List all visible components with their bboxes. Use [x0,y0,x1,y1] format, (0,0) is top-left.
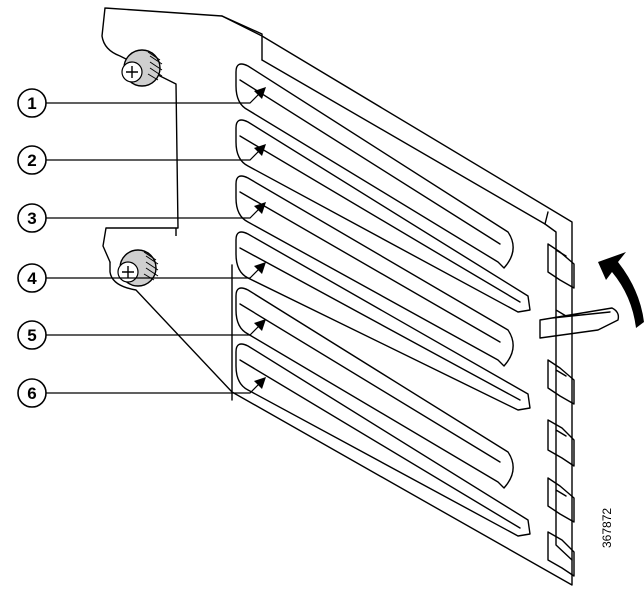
callout-arrowhead [254,87,266,99]
callout-leader-line [46,380,263,394]
bracket-rear-flange [544,223,573,561]
callout-leader-line [46,205,263,219]
retention-clips [547,243,575,577]
callout-leader-line [46,322,263,336]
figure-id: 367872 [600,507,614,548]
callout-2: 2 [17,144,266,175]
slot-openings [235,63,531,537]
callout-4: 4 [17,262,266,293]
callout-leader-line [46,90,263,104]
captive-screw-upper [121,49,163,87]
callout-arrowhead [254,202,266,214]
callout-3: 3 [17,202,266,233]
callout-number: 1 [27,94,36,113]
callout-arrowhead [254,319,266,331]
callout-6: 6 [17,377,266,408]
latch-lever [539,307,620,339]
callout-arrowhead [254,262,266,274]
callout-number: 3 [27,209,36,228]
rotate-arrow [598,252,644,328]
callout-group: 1 2 3 4 5 6 [17,87,266,408]
callout-arrowhead [254,377,266,389]
callout-leader-line [46,147,263,161]
callout-number: 6 [27,384,36,403]
captive-screw-lower [117,249,159,287]
bracket-upper-tab [101,7,263,263]
callout-number: 2 [27,151,36,170]
callout-arrowhead [254,144,266,156]
bracket-lower-tab [109,228,233,393]
callout-1: 1 [17,87,266,118]
callout-number: 5 [27,326,36,345]
callout-5: 5 [17,319,266,350]
callout-number: 4 [27,269,37,288]
